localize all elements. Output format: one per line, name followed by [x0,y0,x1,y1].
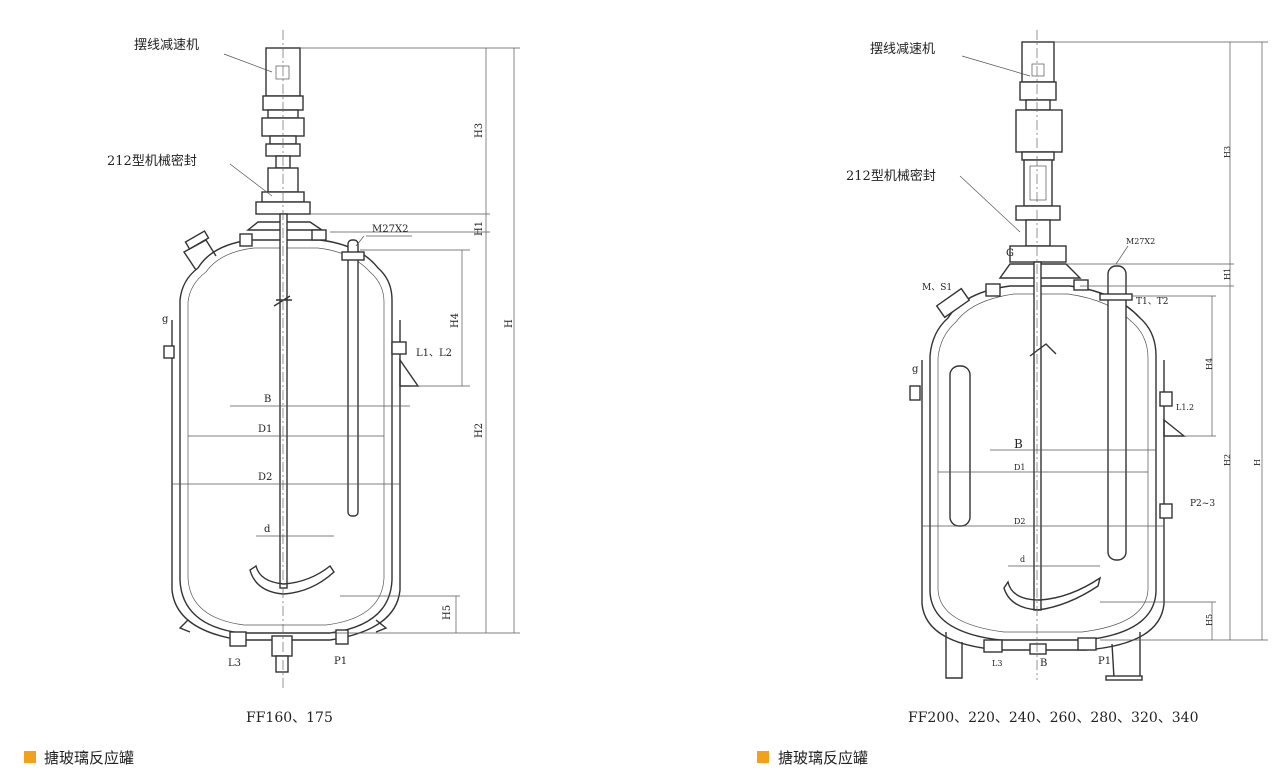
right-dim-h1: H1 [1223,268,1232,280]
right-model-caption: FF200、220、240、260、280、320、340 [908,710,1198,726]
left-dim-h3: H3 [474,123,485,138]
left-reactor: 摆线减速机 212型机械密封 M27X2 H3 H1 H4 H2 H H5 B … [107,30,520,726]
left-port-l3: L3 [228,658,241,669]
left-dim-h: H [504,319,515,328]
right-dim-h3: H3 [1223,146,1232,158]
right-port-p1: P1 [1098,656,1111,667]
left-bottom-outlet [271,635,293,657]
left-accent-square [24,751,36,763]
left-dim-h5: H5 [442,605,453,620]
right-mechanical-seal [1023,159,1053,207]
right-section-title: 搪玻璃反应罐 [757,749,868,767]
right-accent-square [757,751,769,763]
right-vessel-shell [929,285,1157,641]
right-nozzle-label: M27X2 [1126,237,1155,246]
right-port-b: B [1040,658,1047,669]
right-dim-d2: D2 [1014,517,1026,526]
left-dim-h1: H1 [474,221,485,236]
right-baffle-left [949,365,971,527]
left-callout-motor: 摆线减速机 [134,38,199,53]
left-dim-d: d [264,524,271,535]
left-top-flange [246,221,325,231]
right-port-ms: M、S1 [922,283,952,293]
left-dim-h4: H4 [450,313,461,328]
left-impeller [249,564,335,595]
left-agitator-shaft [279,213,288,589]
right-port-g: g [912,364,919,375]
right-lug-support [1163,418,1186,437]
right-dim-h: H [1253,459,1262,466]
right-agitator-shaft [1033,261,1042,611]
left-model-caption: FF160、175 [246,710,333,726]
left-port-l12: L1、L2 [416,348,452,359]
left-motor-window [275,65,290,80]
right-port-gc: G [1006,248,1014,259]
left-port-g: g [162,314,169,325]
right-dim-h5: H5 [1205,614,1214,626]
right-dim-d1: D1 [1014,463,1026,472]
right-title-text: 搪玻璃反应罐 [778,749,868,767]
right-impeller [1003,576,1102,611]
right-dim-b: B [1014,437,1023,451]
left-dim-d2: D2 [258,472,272,483]
left-section-title: 搪玻璃反应罐 [24,749,134,767]
left-dim-h2: H2 [474,423,485,438]
left-dim-d1: D1 [258,424,272,435]
left-nozzle-small [239,233,253,247]
left-nozzle-label: M27X2 [372,224,408,235]
right-nozzle-inclined [935,287,971,319]
left-dim-b: B [264,394,271,405]
left-thermowell [347,239,359,517]
left-lug-support [399,357,420,387]
right-port-p23: P2~3 [1190,499,1215,509]
right-dim-h4: H4 [1205,358,1214,370]
right-bottom-outlet [1029,643,1047,655]
left-title-text: 搪玻璃反应罐 [44,749,134,767]
left-port-p1: P1 [334,656,347,667]
right-callout-motor: 摆线减速机 [870,42,935,57]
right-dim-d: d [1020,555,1025,564]
right-port-l3: L3 [992,659,1002,668]
left-callout-seal: 212型机械密封 [107,153,197,169]
right-callout-seal: 212型机械密封 [846,168,936,184]
right-port-t: T1、T2 [1136,297,1168,307]
right-dim-h2: H2 [1223,454,1232,466]
right-reactor: 摆线减速机 212型机械密封 M27X2 G M、S1 T1、T2 H3 H1 … [846,30,1268,726]
right-leg-left [945,632,963,679]
right-motor-window [1031,63,1045,77]
right-port-l12: L1.2 [1176,403,1194,412]
right-baffle-right [1107,265,1127,561]
